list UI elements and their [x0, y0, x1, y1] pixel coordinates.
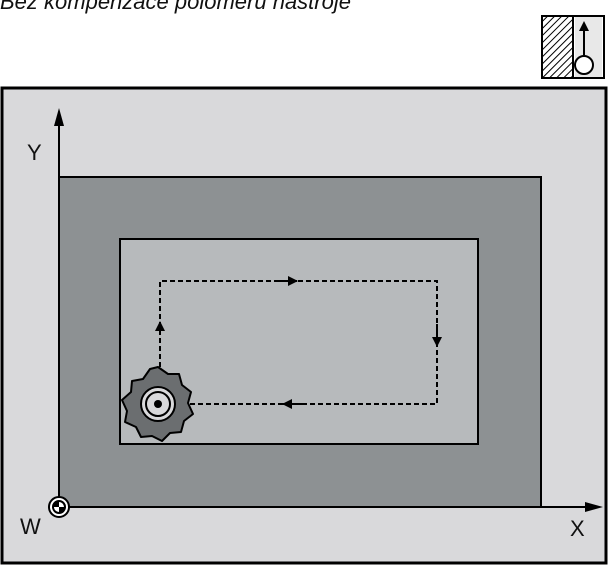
tool-radius-compensation-off-icon: [541, 15, 605, 79]
workpiece-origin-icon: [48, 496, 70, 518]
milling-cutter-icon: [121, 366, 194, 442]
tool-path: [159, 280, 438, 405]
x-axis-label: X: [570, 516, 585, 541]
y-axis-label: Y: [27, 140, 42, 165]
origin-label: W: [20, 514, 41, 539]
caption-title: Bez kompenzace poloměru nástroje: [0, 0, 351, 14]
milling-diagram: [0, 86, 608, 565]
